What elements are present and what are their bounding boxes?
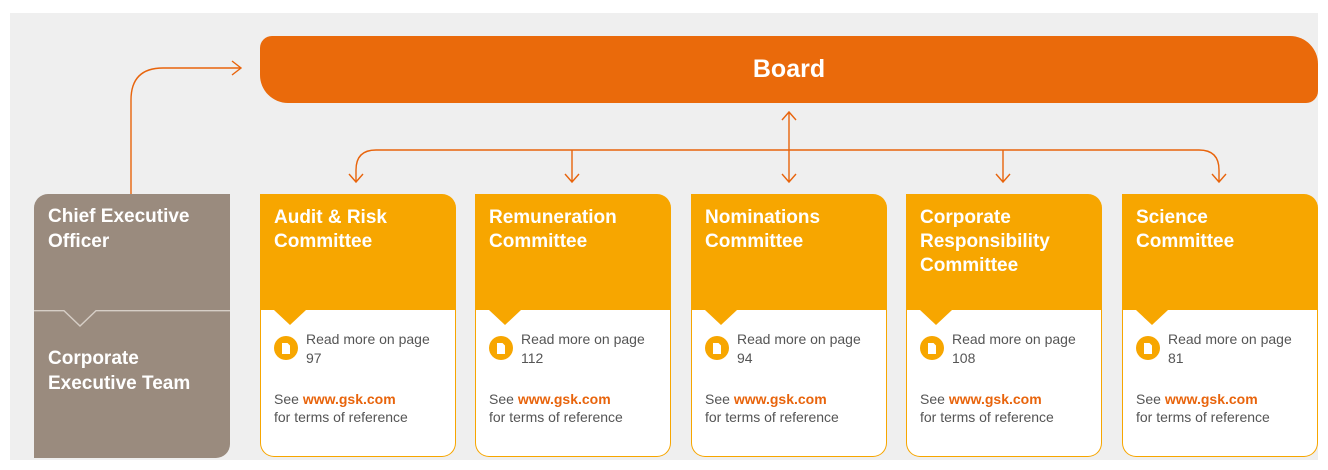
ceo-section: Chief Executive Officer — [34, 194, 230, 310]
header-pointer — [920, 310, 952, 325]
read-more-link[interactable]: Read more on page 81 — [1168, 331, 1292, 366]
terms-label: for terms of reference — [1136, 409, 1270, 425]
committee-header: Science Committee — [1122, 194, 1318, 310]
read-more-link[interactable]: Read more on page 112 — [521, 331, 645, 366]
committee-science: Science Committee Read more on page 81 S… — [1122, 194, 1318, 458]
header-pointer — [274, 310, 306, 325]
header-pointer — [1136, 310, 1168, 325]
header-pointer — [705, 310, 737, 325]
committee-body: Read more on page 94 See www.gsk.com for… — [691, 310, 887, 457]
committee-header: Corporate Responsibility Committee — [906, 194, 1102, 310]
committee-body: Read more on page 97 See www.gsk.com for… — [260, 310, 456, 457]
see-label: See — [274, 391, 299, 407]
terms-label: for terms of reference — [489, 409, 623, 425]
website-link[interactable]: www.gsk.com — [1164, 391, 1258, 407]
see-text: See www.gsk.com for terms of reference — [920, 390, 1098, 426]
board-label: Board — [752, 55, 826, 83]
ceo-label: Chief Executive Officer — [48, 206, 190, 252]
committee-body: Read more on page 112 See www.gsk.com fo… — [475, 310, 671, 457]
document-icon[interactable] — [920, 336, 944, 360]
header-pointer — [489, 310, 521, 325]
document-icon[interactable] — [274, 336, 298, 360]
website-link[interactable]: www.gsk.com — [302, 391, 396, 407]
committee-body: Read more on page 81 See www.gsk.com for… — [1122, 310, 1318, 457]
committee-name: Science Committee — [1136, 207, 1235, 252]
committee-name: Nominations Committee — [705, 207, 821, 252]
executive-box: Chief Executive Officer Corporate Execut… — [34, 194, 230, 458]
committee-audit-risk: Audit & Risk Committee Read more on page… — [260, 194, 456, 458]
read-more-link[interactable]: Read more on page 97 — [306, 331, 430, 366]
see-text: See www.gsk.com for terms of reference — [489, 390, 667, 426]
committee-name: Corporate Responsibility Committee — [920, 207, 1050, 276]
document-icon[interactable] — [705, 336, 729, 360]
cet-label: Corporate Executive Team — [48, 348, 191, 394]
read-more-link[interactable]: Read more on page 108 — [952, 331, 1076, 366]
see-text: See www.gsk.com for terms of reference — [1136, 390, 1314, 426]
committee-remuneration: Remuneration Committee Read more on page… — [475, 194, 671, 458]
committee-name: Remuneration Committee — [489, 207, 617, 252]
committee-nominations: Nominations Committee Read more on page … — [691, 194, 887, 458]
committee-name: Audit & Risk Committee — [274, 207, 387, 252]
committee-header: Remuneration Committee — [475, 194, 671, 310]
see-label: See — [489, 391, 514, 407]
website-link[interactable]: www.gsk.com — [948, 391, 1042, 407]
see-label: See — [1136, 391, 1161, 407]
see-text: See www.gsk.com for terms of reference — [274, 390, 452, 426]
see-label: See — [920, 391, 945, 407]
terms-label: for terms of reference — [705, 409, 839, 425]
document-icon[interactable] — [1136, 336, 1160, 360]
website-link[interactable]: www.gsk.com — [733, 391, 827, 407]
committee-corporate-responsibility: Corporate Responsibility Committee Read … — [906, 194, 1102, 458]
committee-body: Read more on page 108 See www.gsk.com fo… — [906, 310, 1102, 457]
document-icon[interactable] — [489, 336, 513, 360]
executive-divider — [34, 310, 230, 327]
committee-header: Nominations Committee — [691, 194, 887, 310]
committee-header: Audit & Risk Committee — [260, 194, 456, 310]
website-link[interactable]: www.gsk.com — [517, 391, 611, 407]
board-box: Board — [260, 36, 1318, 103]
see-label: See — [705, 391, 730, 407]
see-text: See www.gsk.com for terms of reference — [705, 390, 883, 426]
terms-label: for terms of reference — [274, 409, 408, 425]
read-more-link[interactable]: Read more on page 94 — [737, 331, 861, 366]
terms-label: for terms of reference — [920, 409, 1054, 425]
